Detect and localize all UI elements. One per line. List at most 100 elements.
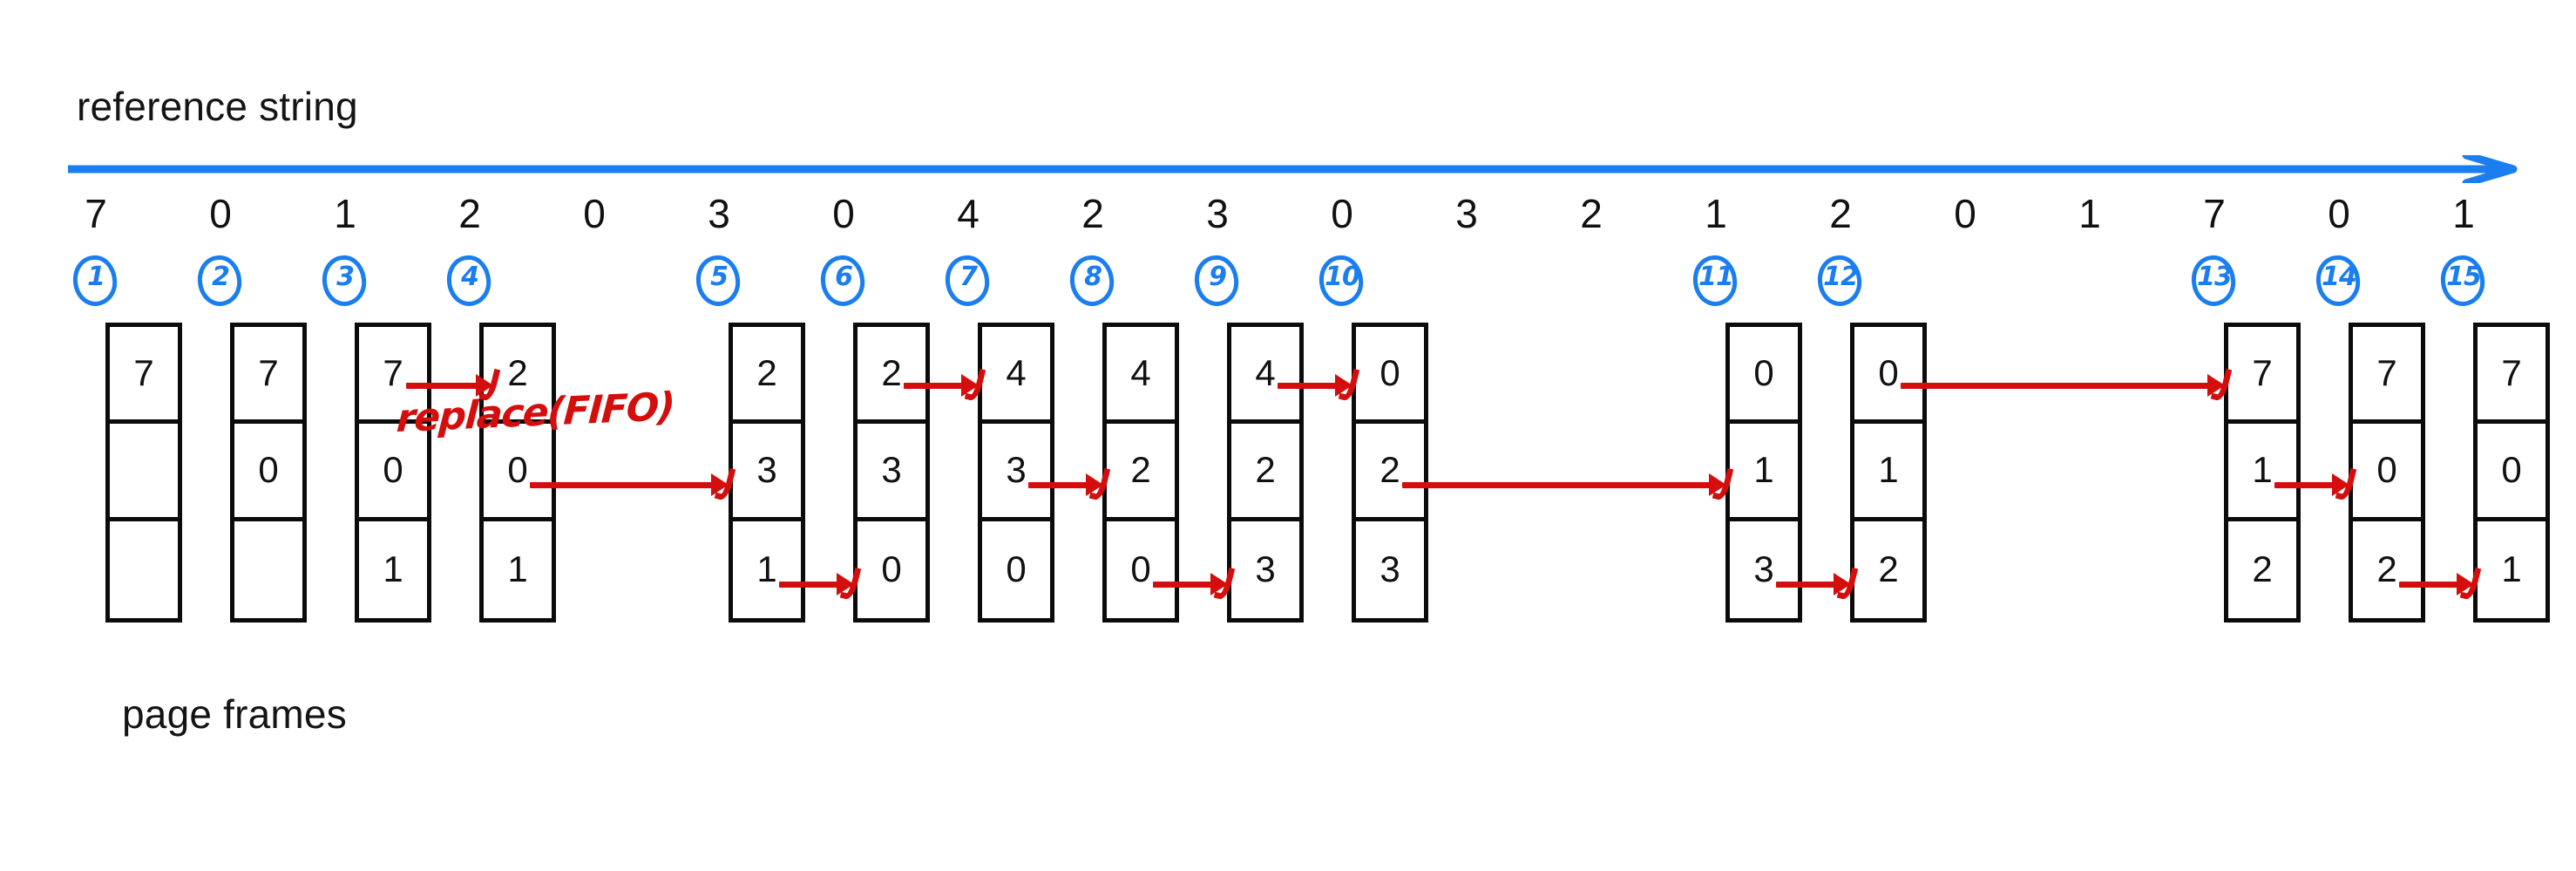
reference-digit: 1 [1705,191,1727,236]
page-frame-cell: 0 [1006,548,1027,590]
page-frame-cell: 2 [1356,424,1424,521]
circle-icon [1192,253,1241,309]
step-number-label: 11 [1698,262,1734,292]
circle-icon [2314,253,2362,309]
step-number-label: 14 [2322,262,2357,292]
arrow-head-icon [708,466,736,502]
replacement-arrow-icon [1901,366,2233,403]
page-frame-cell: 0 [1130,548,1151,590]
step-number-label: 6 [835,262,853,292]
page-frame-cell: 3 [982,424,1050,521]
step-number-label: 3 [336,262,355,292]
page-frame-cell: 2 [1107,424,1175,521]
step-number-label: 7 [959,262,978,292]
reference-digit: 0 [1954,191,1976,236]
page-frame-cell: 1 [2228,424,2296,521]
page-frame-cell [234,521,302,618]
page-frame-cell: 7 [110,327,178,425]
reference-digit: 4 [957,191,980,236]
page-frame-cell: 3 [1380,548,1400,590]
step-number-mark: 3 [316,253,374,309]
step-number-mark: 7 [939,253,997,309]
arrow-shaft [1901,383,2209,389]
page-frame-cell: 2 [733,327,801,425]
step-number-label: 15 [2446,262,2482,292]
circle-icon [1815,253,1864,309]
page-frames-label: page frames [122,691,347,737]
page-frame-cell: 0 [1356,327,1424,425]
reference-digit: 7 [85,191,107,236]
step-number-label: 13 [2197,262,2233,292]
step-number-mark: 14 [2310,253,2368,309]
page-frame-cell: 3 [1753,548,1774,590]
step-number-mark: 12 [1812,253,1869,309]
reference-digit: 2 [1829,191,1852,236]
page-frame-cell: 0 [1854,327,1922,425]
reference-digit: 0 [209,191,232,236]
page-frame-cell: 3 [1255,548,1276,590]
page-frame-cell: 7 [2478,327,2545,425]
reference-digit: 7 [2203,191,2226,236]
page-frame-cell: 2 [484,327,552,425]
step-number-label: 1 [87,262,105,292]
step-number-label: 9 [1209,262,1227,292]
page-frame-cell: 7 [2228,327,2296,425]
reference-digit: 0 [1331,191,1353,236]
step-number-label: 12 [1823,262,1859,292]
circle-icon [943,253,992,309]
reference-digit: 2 [458,191,481,236]
page-frame-cell [110,424,178,521]
page-frame-cell: 7 [2353,327,2421,425]
page-frame-cell: 4 [1107,327,1175,425]
step-number-mark: 4 [441,253,498,309]
page-frame-cell: 3 [858,424,925,521]
step-number-label: 4 [461,262,479,292]
page-frame-cell: 2 [858,327,925,425]
page-frame-cell: 0 [1730,327,1798,425]
page-frame-cell: 0 [2478,424,2545,521]
page-frame-cell: 1 [756,548,777,590]
reference-digit: 0 [2328,191,2350,236]
page-frame-cell: 2 [1878,548,1899,590]
page-frame-cell: 4 [982,327,1050,425]
step-number-mark: 10 [1313,253,1371,309]
step-number-mark: 13 [2186,253,2243,309]
circle-icon [818,253,867,309]
timeline-arrow-icon [68,155,2518,183]
page-frame-cell: 1 [1854,424,1922,521]
page-frame-cell: 0 [881,548,902,590]
reference-digit: 3 [1455,191,1478,236]
page-frame-cell: 0 [359,424,427,521]
replace-fifo-annotation: replace(FIFO) [395,384,675,442]
step-number-label: 5 [710,262,729,292]
page-frame-cell: 2 [1231,424,1299,521]
circle-icon [2438,253,2487,309]
page-frame-cell: 2 [2376,548,2397,590]
reference-string-label: reference string [77,84,358,129]
reference-digit: 0 [832,191,855,236]
page-frame-cell: 1 [383,548,403,590]
reference-digit: 2 [1580,191,1603,236]
step-number-label: 8 [1084,262,1102,292]
circle-icon [320,253,369,309]
reference-digit: 1 [334,191,356,236]
step-number-label: 10 [1325,262,1360,292]
arrow-shaft [530,482,713,488]
step-number-label: 2 [212,262,230,292]
circle-icon [1317,253,1366,309]
replacement-arrow-icon [530,466,736,502]
page-frame-cell: 0 [234,424,302,521]
circle-icon [1691,253,1739,309]
page-frame-cell: 2 [2252,548,2273,590]
page-frame-cell: 7 [359,327,427,425]
step-number-mark: 8 [1064,253,1122,309]
